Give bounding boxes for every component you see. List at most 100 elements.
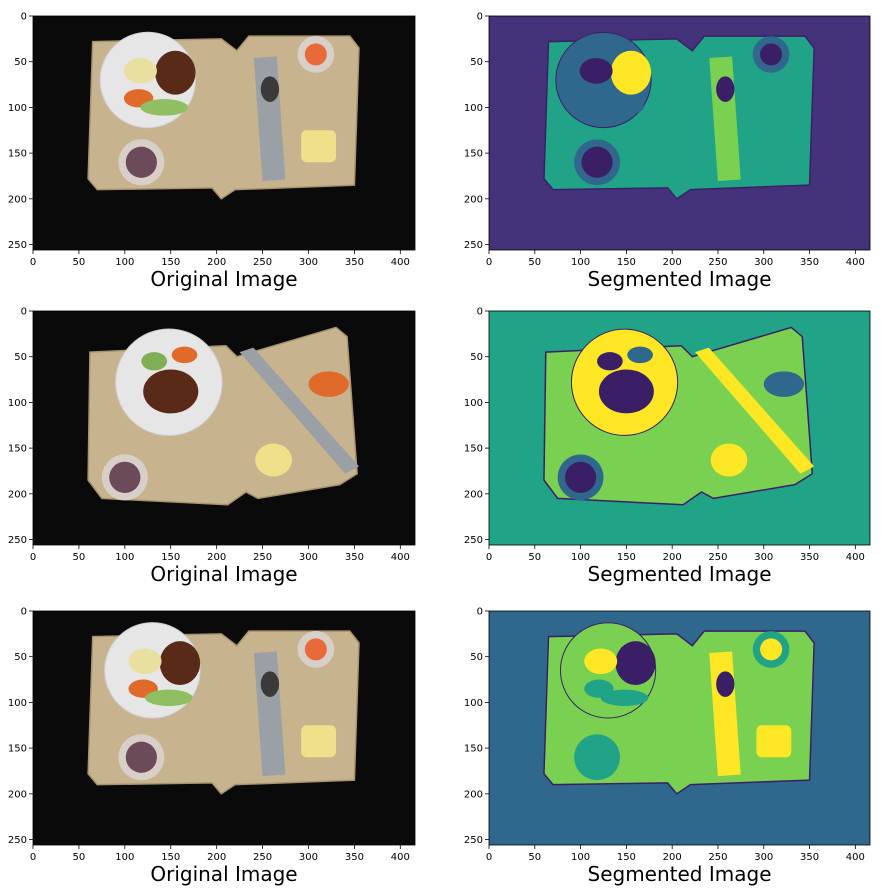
axes-frame xyxy=(488,15,871,251)
spoon xyxy=(260,671,280,697)
y-tick-label: 50 xyxy=(470,352,483,363)
y-tick-label: 50 xyxy=(470,57,483,68)
panel-caption: Segmented Image xyxy=(588,562,772,586)
x-tick-label: 50 xyxy=(73,852,86,863)
y-tick-label: 50 xyxy=(14,652,27,663)
food-potato xyxy=(123,58,157,84)
x-tick-label: 350 xyxy=(800,257,819,268)
x-tick-label: 250 xyxy=(253,552,272,563)
y-tick-label: 150 xyxy=(464,149,483,160)
x-tick-label: 100 xyxy=(571,852,590,863)
jam-cup xyxy=(763,371,805,397)
food-cucumber xyxy=(596,99,644,116)
soup-liquid xyxy=(109,461,141,493)
food-carrot xyxy=(627,346,653,364)
soup-liquid xyxy=(581,146,613,178)
food-potato xyxy=(584,648,618,675)
y-tick-label: 100 xyxy=(464,698,483,709)
jam-fill xyxy=(304,638,327,661)
food-meat xyxy=(598,369,654,414)
x-tick-label: 50 xyxy=(528,257,541,268)
x-tick-label: 50 xyxy=(73,257,86,268)
x-tick-label: 400 xyxy=(846,852,865,863)
axes-frame xyxy=(488,310,871,546)
y-tick-label: 200 xyxy=(464,489,483,500)
y-tick-label: 250 xyxy=(8,835,27,846)
soup-liquid xyxy=(125,741,157,773)
x-tick-label: 200 xyxy=(207,257,226,268)
food-potato xyxy=(579,58,613,84)
x-tick-label: 400 xyxy=(391,552,410,563)
cutlery-bag xyxy=(695,347,815,474)
x-tick-label: 150 xyxy=(161,552,180,563)
y-tick-label: 200 xyxy=(464,194,483,205)
x-tick-label: 300 xyxy=(299,257,318,268)
food-meat xyxy=(155,50,196,95)
x-tick-label: 0 xyxy=(30,852,36,863)
food-cucumber xyxy=(140,99,189,116)
y-tick-label: 100 xyxy=(8,398,27,409)
y-tick-label: 0 xyxy=(477,12,483,23)
y-tick-label: 0 xyxy=(477,307,483,318)
food-meat xyxy=(143,369,199,414)
y-tick-label: 150 xyxy=(8,444,27,455)
x-tick-label: 250 xyxy=(253,257,272,268)
x-tick-label: 50 xyxy=(528,852,541,863)
spoon xyxy=(260,76,280,102)
x-tick-label: 250 xyxy=(708,257,727,268)
x-tick-label: 300 xyxy=(299,552,318,563)
axes-frame xyxy=(32,15,416,251)
y-tick-label: 100 xyxy=(8,698,27,709)
x-tick-label: 0 xyxy=(486,852,492,863)
jam-cup xyxy=(308,371,349,397)
panel-caption: Original Image xyxy=(150,862,297,886)
x-tick-label: 200 xyxy=(207,852,226,863)
axes-frame xyxy=(32,310,416,546)
y-tick-label: 100 xyxy=(8,103,27,114)
x-tick-label: 100 xyxy=(115,852,134,863)
x-tick-label: 150 xyxy=(161,852,180,863)
soup-liquid xyxy=(565,461,597,493)
dessert-cup xyxy=(756,725,792,758)
x-tick-label: 100 xyxy=(571,257,590,268)
food-cucumber xyxy=(600,689,649,707)
y-tick-label: 0 xyxy=(477,607,483,618)
soup-liquid xyxy=(125,146,157,178)
x-tick-label: 300 xyxy=(299,852,318,863)
x-tick-label: 200 xyxy=(663,257,682,268)
y-tick-label: 0 xyxy=(21,307,27,318)
x-tick-label: 0 xyxy=(486,552,492,563)
jam-fill xyxy=(304,43,327,66)
x-tick-label: 400 xyxy=(391,257,410,268)
x-tick-label: 250 xyxy=(708,552,727,563)
panel-caption: Original Image xyxy=(150,267,297,291)
x-tick-label: 100 xyxy=(571,552,590,563)
x-tick-label: 200 xyxy=(207,552,226,563)
y-tick-label: 50 xyxy=(470,652,483,663)
x-tick-label: 150 xyxy=(617,257,636,268)
spoon xyxy=(716,76,735,102)
y-tick-label: 200 xyxy=(8,194,27,205)
x-tick-label: 0 xyxy=(30,552,36,563)
x-tick-label: 200 xyxy=(663,852,682,863)
dessert-cup xyxy=(301,725,337,758)
y-tick-label: 250 xyxy=(8,535,27,546)
x-tick-label: 300 xyxy=(754,257,773,268)
food-potato xyxy=(128,648,162,675)
y-tick-label: 0 xyxy=(21,607,27,618)
x-tick-label: 400 xyxy=(846,552,865,563)
y-tick-label: 50 xyxy=(14,352,27,363)
y-tick-label: 250 xyxy=(8,240,27,251)
x-tick-label: 100 xyxy=(115,552,134,563)
x-tick-label: 150 xyxy=(617,852,636,863)
x-tick-label: 50 xyxy=(528,552,541,563)
panel-caption: Segmented Image xyxy=(588,267,772,291)
food-meat xyxy=(615,641,656,686)
y-tick-label: 200 xyxy=(8,789,27,800)
food-cucumber xyxy=(141,352,168,371)
y-tick-label: 150 xyxy=(8,744,27,755)
